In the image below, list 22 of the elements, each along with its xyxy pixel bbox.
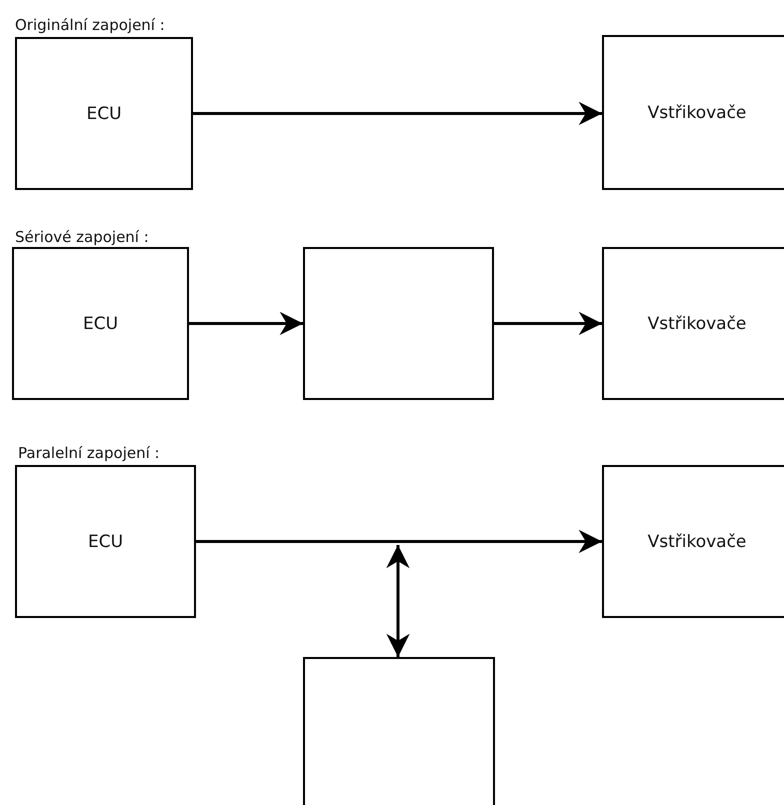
arrow [494,312,602,336]
block-label: ECU [88,532,124,552]
empty-box [303,247,494,400]
empty-box [303,657,495,805]
section-heading: Originální zapojení : [15,16,165,34]
section-heading: Sériové zapojení : [15,228,149,246]
block-box [602,465,784,618]
arrow [196,530,602,554]
double-arrow [386,544,410,658]
arrow [189,312,304,336]
block-label: Vstřikovače [648,314,746,334]
block-box [15,465,196,618]
section-heading: Paralelní zapojení : [18,444,160,462]
block-label: Vstřikovače [648,102,746,122]
block-box [15,37,193,190]
arrow [193,102,602,126]
block-label: ECU [86,104,122,124]
block-box [602,247,784,400]
block-label: Vstřikovače [648,532,746,552]
block-box [602,35,784,190]
block-label: ECU [82,314,118,334]
block-box [12,247,189,400]
